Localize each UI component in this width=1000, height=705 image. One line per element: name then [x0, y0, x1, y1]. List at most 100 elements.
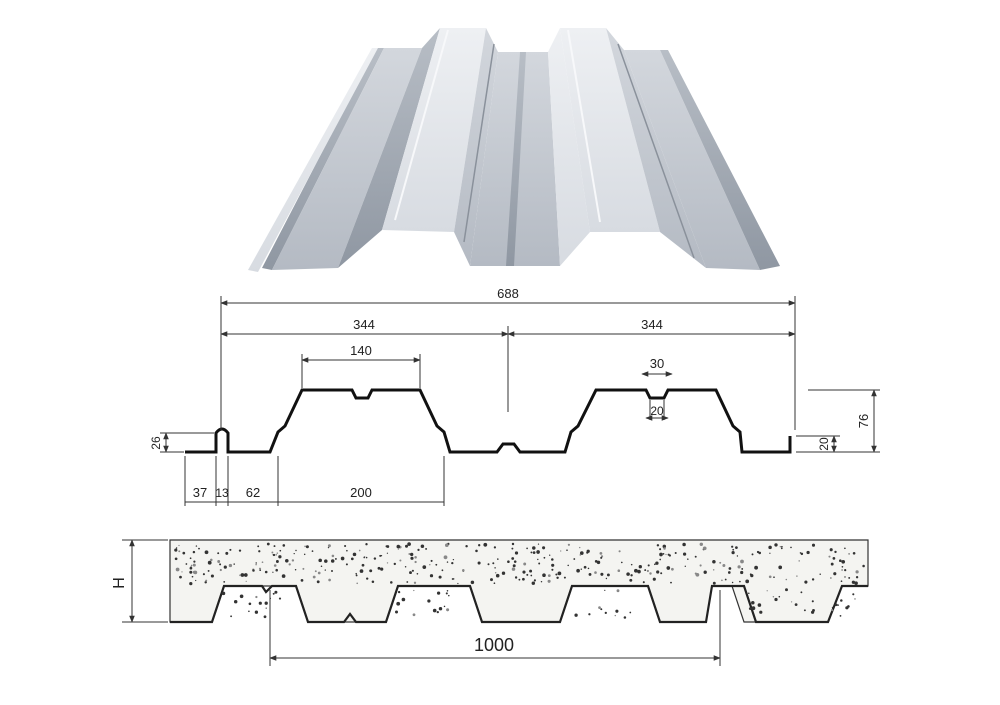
concrete-speckle	[778, 595, 781, 598]
dim-half-left: 344	[353, 317, 375, 332]
concrete-speckle	[512, 564, 516, 568]
concrete-speckle	[445, 592, 448, 595]
steel-deck-rendering	[248, 28, 780, 272]
concrete-speckle	[350, 557, 354, 561]
concrete-speckle	[551, 568, 554, 571]
concrete-speckle	[830, 608, 834, 612]
concrete-speckle	[225, 551, 229, 555]
concrete-speckle	[567, 564, 569, 567]
deck-shadow-line	[463, 43, 495, 243]
concrete-speckle	[511, 542, 515, 546]
concrete-speckle	[327, 546, 330, 549]
concrete-speckle	[451, 561, 454, 565]
deck-left-lip-face	[248, 48, 378, 272]
concrete-speckle	[228, 563, 233, 568]
concrete-speckle	[674, 551, 677, 555]
concrete-speckle	[386, 562, 389, 564]
deck-right-edge	[660, 50, 780, 270]
concrete-speckle	[666, 566, 671, 570]
concrete-speckle	[273, 545, 276, 548]
concrete-speckle	[537, 558, 539, 561]
concrete-speckle	[810, 610, 815, 614]
concrete-speckle	[712, 569, 715, 571]
concrete-speckle	[358, 549, 361, 552]
concrete-speckle	[254, 610, 259, 614]
concrete-speckle	[530, 551, 533, 554]
concrete-speckle	[719, 561, 722, 564]
concrete-speckle	[380, 567, 384, 571]
concrete-speckle	[629, 611, 632, 614]
concrete-speckle	[324, 569, 326, 571]
concrete-speckle	[274, 590, 278, 594]
concrete-speckle	[422, 565, 427, 569]
concrete-speckles	[174, 542, 865, 619]
concrete-speckle	[695, 572, 700, 577]
concrete-speckle	[401, 597, 406, 602]
deck-left-lip	[262, 48, 384, 270]
concrete-speckle	[542, 546, 546, 550]
concrete-speckle	[830, 562, 834, 566]
concrete-speckle	[377, 566, 381, 570]
concrete-speckle	[626, 572, 630, 576]
concrete-speckle	[379, 554, 382, 557]
concrete-speckle	[229, 548, 232, 551]
concrete-speckle	[811, 578, 815, 581]
deck-left-rib-top	[382, 28, 486, 232]
concrete-speckle	[302, 567, 305, 570]
concrete-speckle	[230, 615, 233, 618]
concrete-speckle	[699, 542, 704, 547]
concrete-speckle	[445, 543, 449, 547]
concrete-speckle	[190, 564, 193, 567]
concrete-speckle	[278, 597, 282, 600]
concrete-speckle	[614, 614, 617, 617]
concrete-speckle	[840, 599, 843, 602]
concrete-speckle	[311, 550, 314, 552]
dim-total-width: 688	[497, 286, 519, 301]
concrete-speckle	[798, 560, 800, 562]
concrete-speckle	[492, 562, 495, 565]
concrete-speckle	[839, 559, 842, 562]
concrete-speckle	[586, 549, 590, 553]
concrete-speckle	[620, 561, 623, 564]
concrete-speckle	[446, 608, 450, 612]
concrete-speckle	[779, 545, 782, 548]
concrete-speckle	[175, 567, 180, 572]
concrete-speckle	[219, 563, 222, 566]
concrete-speckle	[712, 560, 716, 564]
concrete-speckle	[778, 565, 783, 570]
concrete-speckle	[198, 547, 200, 550]
concrete-speckle	[279, 549, 282, 552]
concrete-speckle	[852, 551, 856, 555]
concrete-speckle	[264, 570, 268, 574]
concrete-speckle	[773, 576, 775, 579]
dim-edge-left: 37	[193, 485, 207, 500]
concrete-speckle	[475, 549, 478, 553]
concrete-speckle	[630, 574, 633, 577]
concrete-speckle	[735, 546, 738, 549]
concrete-speckle	[511, 567, 516, 571]
concrete-speckle	[574, 613, 578, 617]
concrete-speckle	[844, 576, 846, 578]
concrete-speckle	[829, 548, 833, 552]
concrete-speckle	[834, 603, 838, 607]
concrete-speckle	[604, 589, 606, 592]
section-deck-line	[170, 584, 868, 624]
concrete-speckle	[629, 578, 633, 582]
concrete-speckle	[288, 563, 291, 566]
dim-half-right: 344	[641, 317, 663, 332]
concrete-speckle	[796, 575, 798, 577]
concrete-speckle	[790, 546, 792, 549]
concrete-speckle	[182, 551, 186, 555]
concrete-speckle	[189, 570, 193, 574]
concrete-speckle	[659, 558, 662, 561]
concrete-speckle	[532, 546, 536, 550]
concrete-speckle	[721, 579, 723, 582]
concrete-speckle	[478, 544, 481, 547]
concrete-speckle	[848, 576, 851, 579]
dim-edge-height: 20	[817, 437, 831, 451]
concrete-speckle	[670, 581, 672, 584]
concrete-speckle	[365, 543, 368, 546]
concrete-speckle	[556, 576, 559, 580]
concrete-speckle	[682, 552, 687, 556]
concrete-speckle	[560, 550, 562, 552]
